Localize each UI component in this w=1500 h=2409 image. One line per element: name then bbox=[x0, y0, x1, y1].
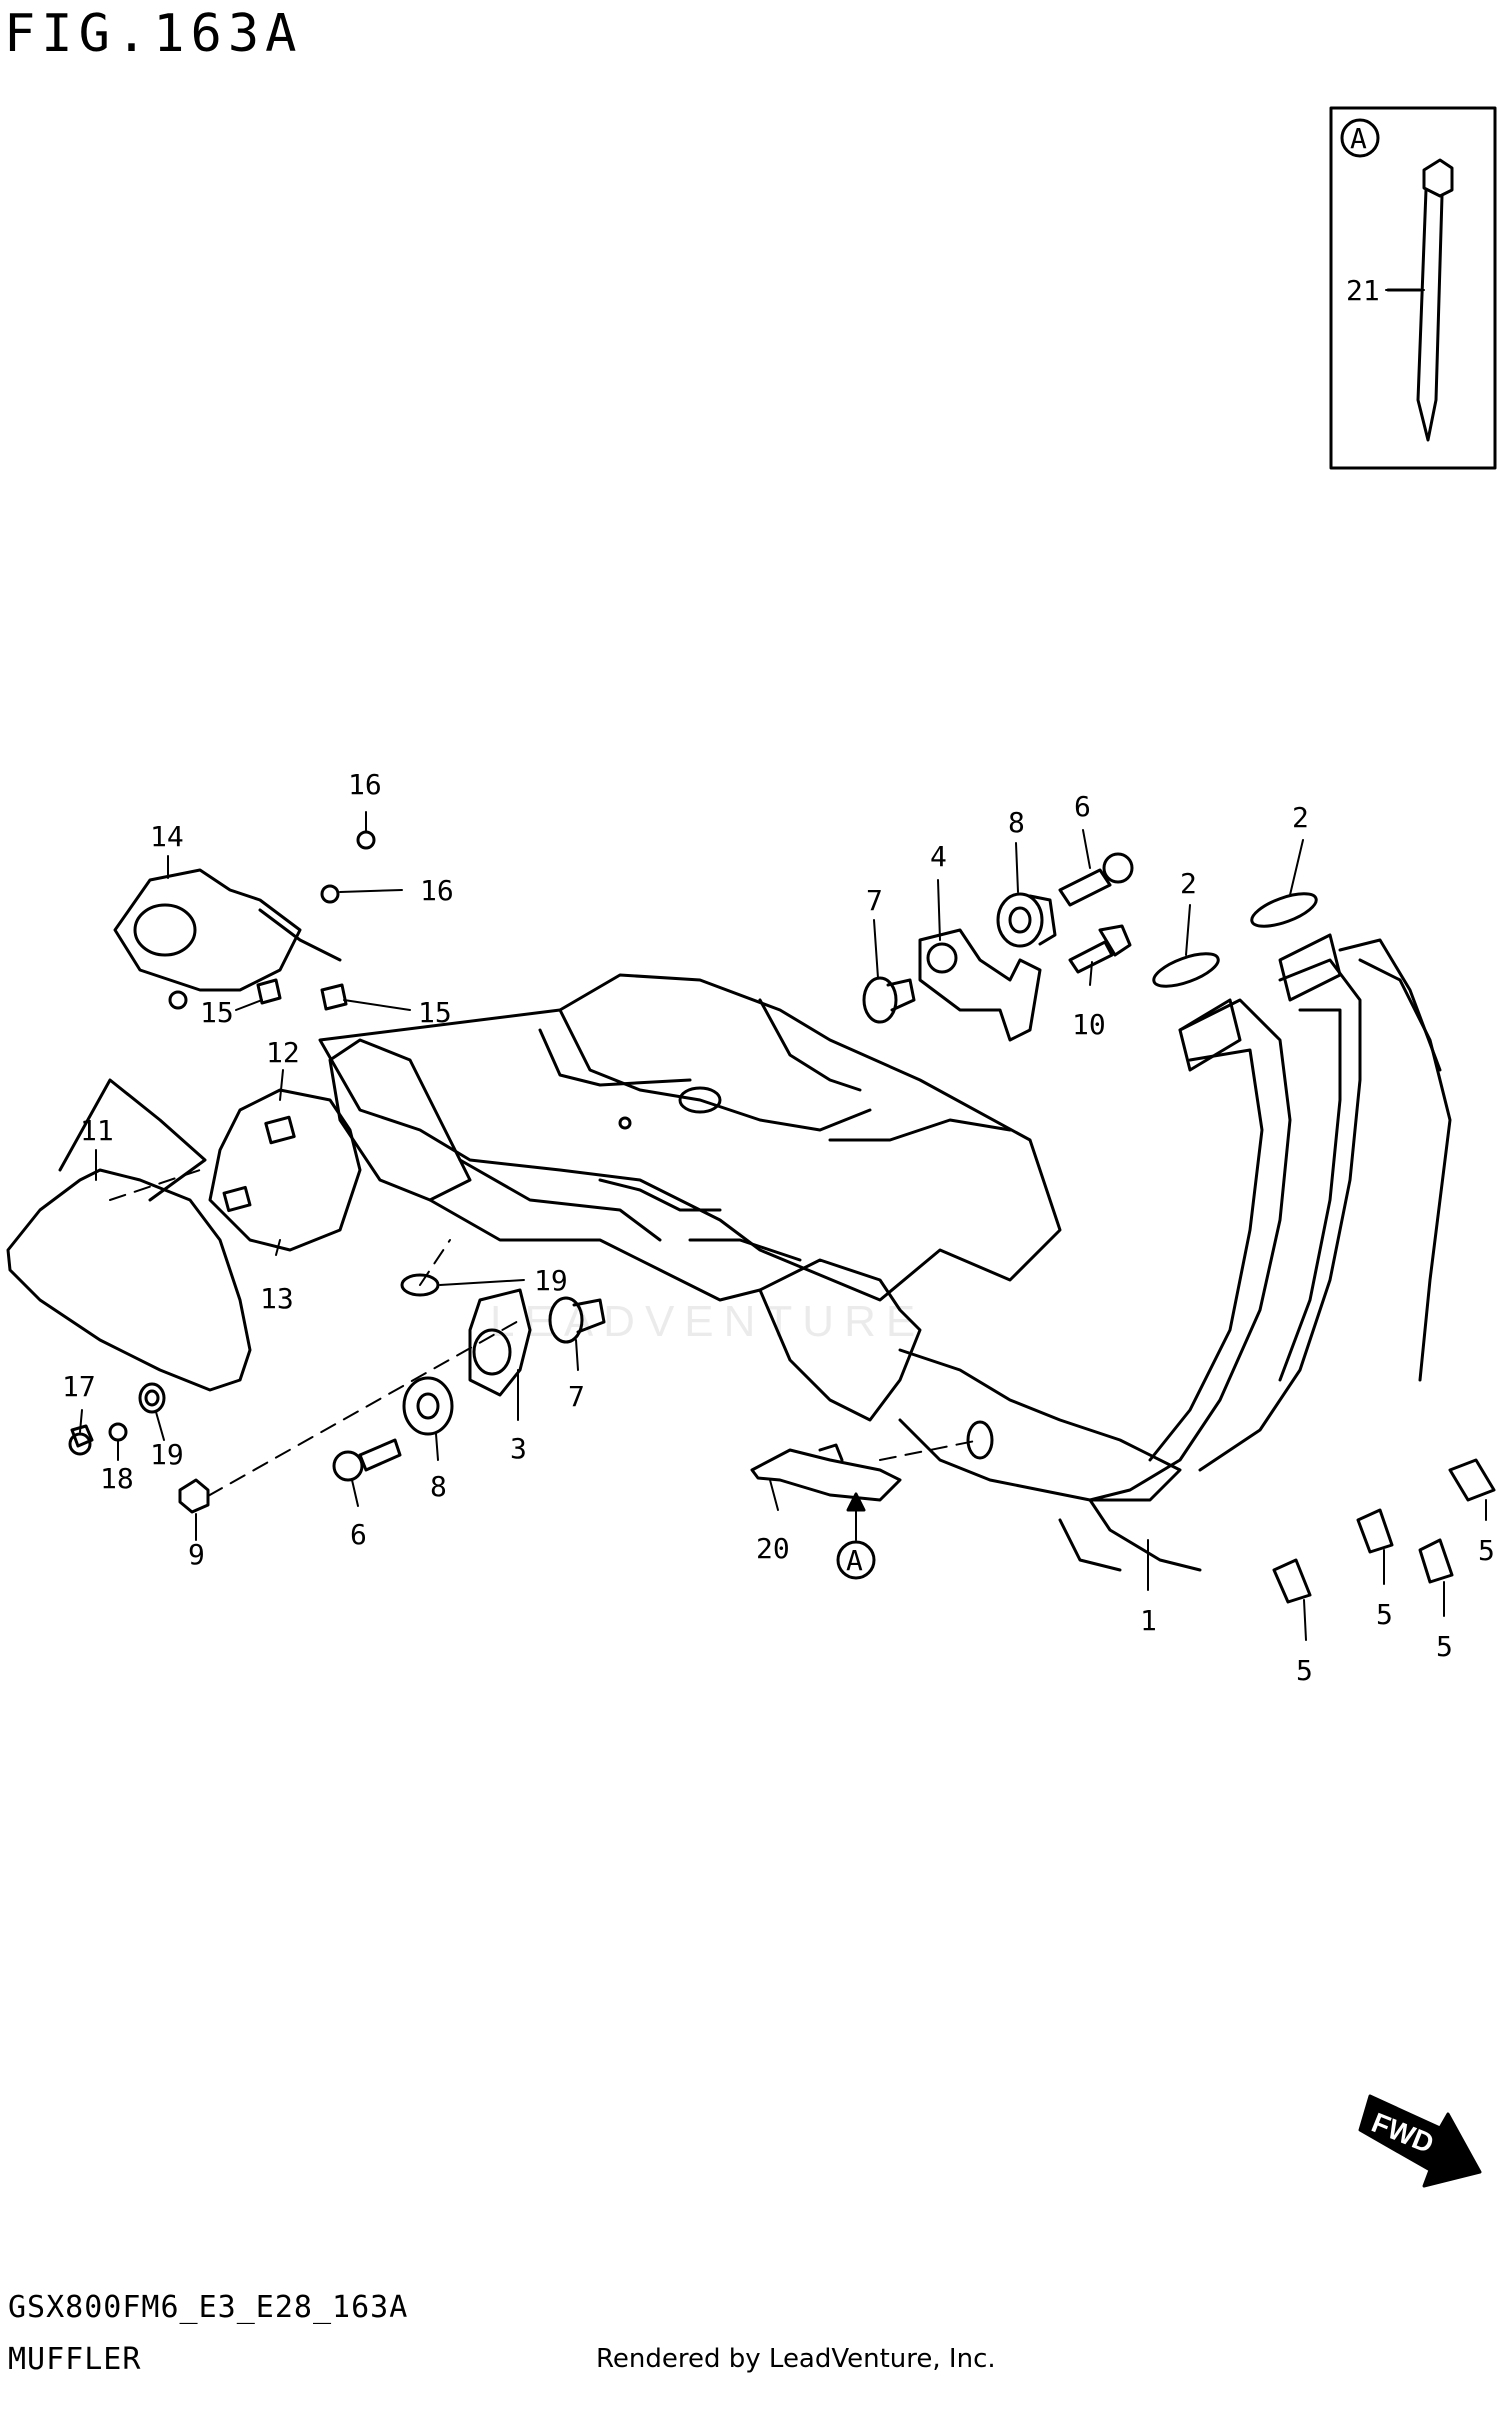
heat-shield-14 bbox=[113, 868, 342, 1010]
dashed-leaders bbox=[109, 1169, 981, 1497]
catalyst-pipe bbox=[758, 1258, 1182, 1502]
bracket-3 bbox=[468, 1288, 532, 1397]
inset-badge-circle bbox=[1340, 118, 1380, 158]
callout-4: 4 bbox=[930, 840, 947, 873]
screw-16a bbox=[356, 830, 376, 850]
callout-12: 12 bbox=[266, 1036, 300, 1069]
rendered-by: Rendered by LeadVenture, Inc. bbox=[596, 2344, 996, 2374]
callout-7-a: 7 bbox=[866, 884, 883, 917]
clip-15b bbox=[320, 983, 348, 1011]
inset-part-label: 21 bbox=[1346, 274, 1380, 307]
bracket-4 bbox=[918, 928, 1042, 1042]
exhaust-header-pipes bbox=[1058, 933, 1452, 1572]
figure-title: FIG.163A bbox=[4, 4, 303, 64]
callout-9: 9 bbox=[188, 1538, 205, 1571]
callout-20: 20 bbox=[756, 1532, 790, 1565]
callout-labels: 1 2 2 3 4 5 5 5 5 6 6 7 7 8 8 9 10 11 12… bbox=[62, 768, 1495, 1687]
callout-1: 1 bbox=[1140, 1604, 1157, 1637]
callout-15-a: 15 bbox=[200, 996, 234, 1029]
muffler-body bbox=[318, 973, 1062, 1302]
callout-8-b: 8 bbox=[430, 1470, 447, 1503]
bolt-5b bbox=[1356, 1508, 1394, 1554]
callout-19-a: 19 bbox=[534, 1264, 568, 1297]
washer-7a bbox=[862, 976, 916, 1024]
model-code: GSX800FM6_E3_E28_163A bbox=[8, 2290, 409, 2325]
callout-16-b: 16 bbox=[420, 874, 454, 907]
screw-16b bbox=[320, 884, 340, 904]
bolt-5a bbox=[1448, 1458, 1496, 1502]
reference-badge-a: A bbox=[846, 1544, 863, 1577]
callout-14: 14 bbox=[150, 820, 184, 853]
watermark: LEADVENTURE bbox=[490, 1297, 925, 1346]
cable-tie-icon bbox=[1416, 158, 1454, 442]
callout-18: 18 bbox=[100, 1462, 134, 1495]
cable-tie-20 bbox=[750, 1443, 902, 1502]
callout-2-a: 2 bbox=[1292, 801, 1309, 834]
callout-8-a: 8 bbox=[1008, 806, 1025, 839]
bolt-5c bbox=[1418, 1538, 1454, 1584]
gasket-2b bbox=[1250, 892, 1318, 928]
inset-badge: A bbox=[1350, 122, 1367, 155]
bolt-5d bbox=[1272, 1558, 1312, 1604]
callout-leaders bbox=[79, 289, 1487, 1641]
callout-2-b: 2 bbox=[1180, 867, 1197, 900]
fwd-arrow-icon: FWD bbox=[1358, 2094, 1482, 2188]
callout-17: 17 bbox=[62, 1370, 96, 1403]
grommet-19b bbox=[138, 1382, 166, 1414]
grommet-19a bbox=[400, 1273, 440, 1297]
reference-arrow-a: A bbox=[836, 1492, 876, 1580]
section-name: MUFFLER bbox=[8, 2342, 142, 2377]
muffler-inlet bbox=[328, 1038, 762, 1302]
callout-5-d: 5 bbox=[1296, 1654, 1313, 1687]
washer-7b bbox=[548, 1296, 606, 1344]
callout-6-b: 6 bbox=[350, 1518, 367, 1551]
callout-11: 11 bbox=[80, 1114, 114, 1147]
callout-16-a: 16 bbox=[348, 768, 382, 801]
rubber-mount-8a bbox=[996, 892, 1057, 948]
callout-6-a: 6 bbox=[1074, 790, 1091, 823]
callout-5-b: 5 bbox=[1376, 1598, 1393, 1631]
rubber-mount-8b bbox=[402, 1376, 454, 1436]
callout-3: 3 bbox=[510, 1432, 527, 1465]
bolt-9 bbox=[178, 1478, 210, 1514]
bolt-6b bbox=[332, 1438, 402, 1482]
callout-7-b: 7 bbox=[568, 1380, 585, 1413]
gasket-2a bbox=[1152, 952, 1220, 988]
inset-box: A 21 bbox=[1329, 106, 1497, 470]
bolt-10 bbox=[1068, 924, 1132, 974]
heat-shield-11 bbox=[6, 1078, 252, 1392]
callout-19-b: 19 bbox=[150, 1438, 184, 1471]
heat-shield-12 bbox=[208, 1088, 362, 1252]
callout-5-c: 5 bbox=[1436, 1630, 1453, 1663]
callout-15-b: 15 bbox=[418, 996, 452, 1029]
callout-5-a: 5 bbox=[1478, 1534, 1495, 1567]
nut-18 bbox=[108, 1422, 128, 1442]
callout-10: 10 bbox=[1072, 1008, 1106, 1041]
bolt-6a bbox=[1058, 852, 1134, 907]
callout-13: 13 bbox=[260, 1282, 294, 1315]
clip-15a bbox=[256, 978, 282, 1005]
